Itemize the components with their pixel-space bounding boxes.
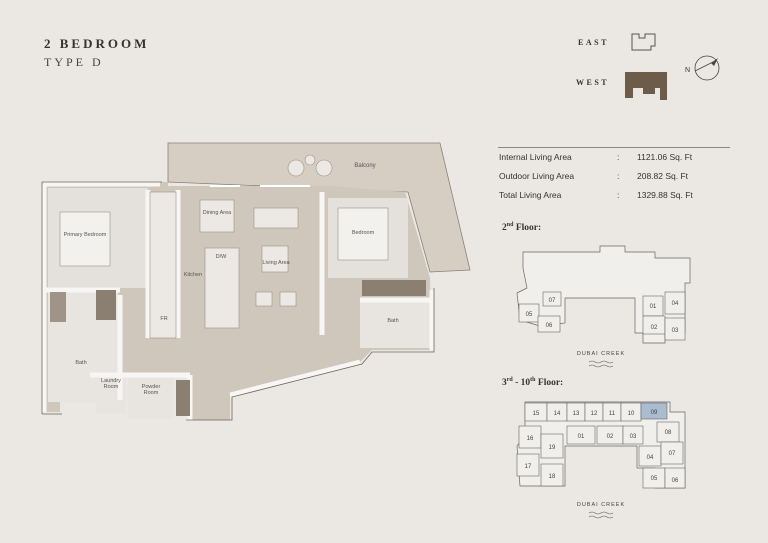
unit-label: 01 xyxy=(578,434,585,440)
sofa xyxy=(253,207,299,229)
dining-table xyxy=(199,199,235,233)
armchair-2 xyxy=(279,291,297,307)
east-building-outline xyxy=(631,33,656,51)
unit-label: 05 xyxy=(526,312,533,318)
kitchen-island xyxy=(204,247,240,329)
balcony-chair xyxy=(315,159,333,177)
key-plan xyxy=(625,33,720,100)
water-icon xyxy=(588,360,614,368)
balcony-table xyxy=(304,154,316,166)
unit-label: 17 xyxy=(525,464,532,470)
unit-label: 03 xyxy=(672,328,679,334)
unit-label: 14 xyxy=(554,411,561,417)
balcony-chair xyxy=(287,159,305,177)
west-label: WEST xyxy=(576,78,610,87)
laundry-label: Laundry Room xyxy=(101,378,121,390)
creek-label: DUBAI CREEK xyxy=(577,502,625,508)
unit-label: 16 xyxy=(527,436,534,442)
powder-label: Powder Room xyxy=(141,384,161,396)
unit-label: 09 xyxy=(651,410,658,416)
unit-label: 04 xyxy=(672,301,679,307)
wardrobe xyxy=(96,290,116,320)
bath-left-label: Bath xyxy=(75,360,87,366)
unit-label: 04 xyxy=(647,455,654,461)
armchair-1 xyxy=(255,291,273,307)
right-bath-floor xyxy=(360,300,430,348)
water-icon xyxy=(588,511,614,519)
closet-right xyxy=(362,280,426,296)
bedroom-bed xyxy=(337,207,389,261)
unit-label: 11 xyxy=(609,411,616,417)
bedroom-label: Bedroom xyxy=(351,230,375,236)
unit-label: 05 xyxy=(651,476,658,482)
north-label: N xyxy=(685,67,691,74)
unit-label: 19 xyxy=(549,445,556,451)
floor-2-plan: 07 05 06 01 04 02 03 DUBAI CREEK xyxy=(516,245,691,368)
unit-label: 02 xyxy=(651,325,658,331)
coffee-table xyxy=(261,245,289,273)
creek-label: DUBAI CREEK xyxy=(577,351,625,357)
unit-label: 08 xyxy=(665,430,672,436)
areas-divider xyxy=(498,147,730,148)
dining-label: Dining Area xyxy=(202,210,232,216)
powder-floor xyxy=(128,378,173,418)
unit-label: 15 xyxy=(533,411,540,417)
floor-plan xyxy=(41,142,471,421)
unit-title: 2 BEDROOM xyxy=(44,36,150,51)
primary-bed xyxy=(59,211,111,267)
kitchen-counter xyxy=(149,191,177,339)
unit-label: 18 xyxy=(549,474,556,480)
west-building-highlight xyxy=(625,72,667,100)
primary-bedroom-label: Primary Bedroom xyxy=(63,232,107,238)
dw-label: D/W xyxy=(215,254,227,260)
unit-label: 12 xyxy=(591,411,598,417)
unit-label: 01 xyxy=(650,304,657,310)
unit-label: 07 xyxy=(669,451,676,457)
balcony-label: Balcony xyxy=(354,163,376,169)
unit-label: 03 xyxy=(630,434,637,440)
unit-label: 13 xyxy=(573,411,580,417)
east-label: EAST xyxy=(578,38,609,47)
floor-3-10-plan: 15 14 13 12 11 10 09 16 19 01 02 03 08 1… xyxy=(516,401,686,519)
unit-label: 07 xyxy=(549,298,556,304)
unit-label: 06 xyxy=(672,478,679,484)
unit-label: 06 xyxy=(546,323,553,329)
unit-label: 10 xyxy=(628,411,635,417)
cabinet-bottom xyxy=(176,380,190,416)
kitchen-label: Kitchen xyxy=(183,272,203,278)
living-label: Living Area xyxy=(262,260,290,266)
floor-2-title: 2nd Floor: xyxy=(502,222,542,234)
floor-3-10-title: 3rd - 10th Floor: xyxy=(502,377,564,389)
vanity xyxy=(50,292,66,322)
unit-label: 02 xyxy=(607,434,614,440)
bath-right-label: Bath xyxy=(387,318,399,324)
fr-label: FR xyxy=(160,316,168,322)
unit-type: TYPE D xyxy=(44,55,104,69)
highlighted-unit xyxy=(640,402,668,420)
compass-circle xyxy=(694,55,720,81)
